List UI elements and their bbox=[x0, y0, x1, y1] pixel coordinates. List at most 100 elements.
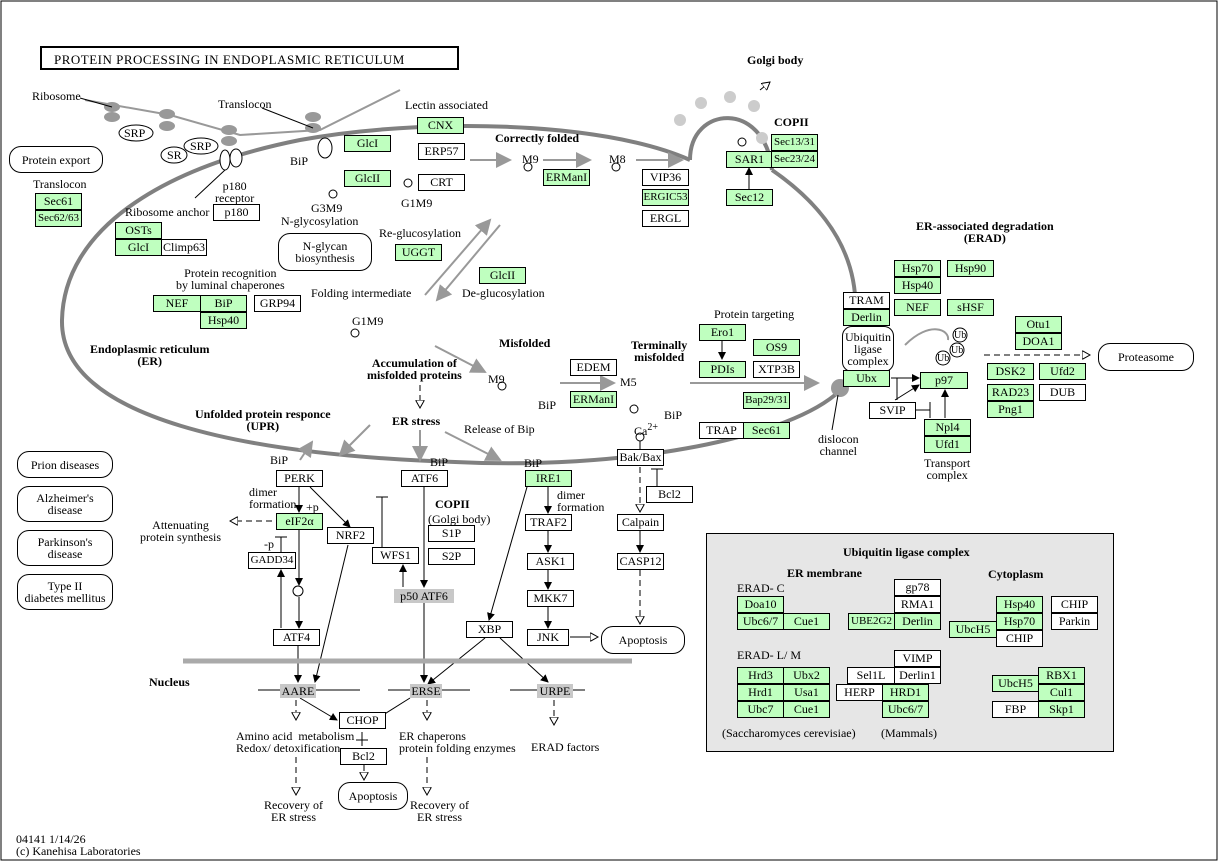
gene-ufd1[interactable]: Ufd1 bbox=[924, 436, 971, 453]
gene-ubx2[interactable]: Ubx2 bbox=[783, 667, 830, 684]
gene-ergl[interactable]: ERGL bbox=[642, 210, 689, 227]
gene-glcii[interactable]: GlcII bbox=[479, 267, 526, 284]
gene-cue1[interactable]: Cue1 bbox=[783, 613, 830, 630]
gene-rad23[interactable]: RAD23 bbox=[987, 384, 1034, 401]
gene-sec62-63[interactable]: Sec62/63 bbox=[35, 210, 82, 227]
gene-nef[interactable]: NEF bbox=[153, 295, 201, 312]
gene-skp1[interactable]: Skp1 bbox=[1038, 701, 1085, 718]
gene-glci[interactable]: GlcI bbox=[115, 239, 162, 256]
gene-nef[interactable]: NEF bbox=[894, 299, 941, 316]
gene-crt[interactable]: CRT bbox=[418, 174, 465, 191]
gene-vip36[interactable]: VIP36 bbox=[642, 169, 689, 186]
gene-derlin1[interactable]: Derlin1 bbox=[894, 667, 941, 684]
gene-sar1[interactable]: SAR1 bbox=[726, 151, 773, 168]
gene-ermani[interactable]: ERManI bbox=[570, 391, 617, 408]
gene-vimp[interactable]: VIMP bbox=[894, 650, 941, 667]
compound-p50-atf6[interactable]: p50 ATF6 bbox=[394, 589, 454, 603]
gene-os9[interactable]: OS9 bbox=[753, 339, 800, 356]
gene-dub[interactable]: DUB bbox=[1039, 384, 1086, 401]
gene-gp78[interactable]: gp78 bbox=[894, 579, 941, 596]
gene-calpain[interactable]: Calpain bbox=[617, 514, 664, 531]
gene-hsp70[interactable]: Hsp70 bbox=[996, 613, 1043, 630]
gene-ubx[interactable]: Ubx bbox=[843, 370, 890, 387]
gene-casp12[interactable]: CASP12 bbox=[617, 553, 664, 570]
gene-sec12[interactable]: Sec12 bbox=[726, 189, 773, 206]
gene-doa10[interactable]: Doa10 bbox=[737, 596, 784, 613]
gene-ire1[interactable]: IRE1 bbox=[525, 470, 572, 487]
gene-ubc7[interactable]: Ubc7 bbox=[737, 701, 784, 718]
map-apoptosis[interactable]: Apoptosis bbox=[338, 782, 408, 810]
gene-cnx[interactable]: CNX bbox=[417, 117, 464, 134]
gene-mkk7[interactable]: MKK7 bbox=[527, 590, 574, 607]
gene-s2p[interactable]: S2P bbox=[428, 548, 475, 565]
gene-npl4[interactable]: Npl4 bbox=[924, 419, 971, 436]
gene-tram[interactable]: TRAM bbox=[843, 292, 890, 309]
gene-hsp70[interactable]: Hsp70 bbox=[894, 260, 941, 277]
gene-p97[interactable]: p97 bbox=[920, 372, 968, 389]
gene-hrd3[interactable]: Hrd3 bbox=[737, 667, 784, 684]
gene-sec61[interactable]: Sec61 bbox=[35, 193, 82, 210]
gene-hsp90[interactable]: Hsp90 bbox=[947, 260, 994, 277]
gene-sec61[interactable]: Sec61 bbox=[743, 422, 790, 439]
gene-parkin[interactable]: Parkin bbox=[1051, 613, 1098, 630]
gene-sec13-31[interactable]: Sec13/31 bbox=[771, 134, 818, 151]
map-prion-diseases[interactable]: Prion diseases bbox=[17, 451, 113, 478]
map-parkinsons-disease[interactable]: Parkinson's disease bbox=[17, 530, 113, 566]
gene-ufd2[interactable]: Ufd2 bbox=[1039, 363, 1086, 380]
gene-jnk[interactable]: JNK bbox=[527, 629, 569, 646]
element-aare[interactable]: AARE bbox=[280, 684, 316, 698]
gene-traf2[interactable]: TRAF2 bbox=[525, 514, 572, 531]
gene-hsp40[interactable]: Hsp40 bbox=[894, 277, 941, 294]
gene-chip[interactable]: CHIP bbox=[996, 630, 1043, 647]
gene-sel1l[interactable]: Sel1L bbox=[847, 667, 895, 684]
gene-wfs1[interactable]: WFS1 bbox=[372, 547, 419, 564]
map-type2-diabetes[interactable]: Type II diabetes mellitus bbox=[17, 574, 113, 610]
map-alzheimers-disease[interactable]: Alzheimer's disease bbox=[17, 486, 113, 522]
gene-doa1[interactable]: DOA1 bbox=[1015, 333, 1062, 350]
gene-xtp3b[interactable]: XTP3B bbox=[753, 361, 800, 378]
gene-perk[interactable]: PERK bbox=[276, 470, 323, 487]
gene-p180[interactable]: p180 bbox=[213, 204, 260, 221]
gene-derlin[interactable]: Derlin bbox=[843, 309, 890, 326]
map-n-glycan-biosynthesis[interactable]: N-glycan biosynthesis bbox=[278, 233, 372, 271]
gene-ergic53[interactable]: ERGIC53 bbox=[642, 189, 689, 206]
gene-chop[interactable]: CHOP bbox=[339, 712, 386, 729]
gene-bcl2[interactable]: Bcl2 bbox=[646, 486, 693, 503]
gene-eif2a[interactable]: eIF2α bbox=[276, 513, 323, 530]
gene-rbx1[interactable]: RBX1 bbox=[1038, 667, 1085, 684]
gene-bcl2[interactable]: Bcl2 bbox=[340, 748, 387, 765]
gene-ubch5[interactable]: UbcH5 bbox=[992, 675, 1039, 692]
gene-fbp[interactable]: FBP bbox=[992, 701, 1039, 718]
gene-pdis[interactable]: PDIs bbox=[699, 361, 746, 378]
gene-glci[interactable]: GlcI bbox=[344, 135, 391, 152]
gene-hrd1-mammal[interactable]: HRD1 bbox=[882, 684, 929, 701]
gene-trap[interactable]: TRAP bbox=[699, 422, 744, 439]
gene-hrd1[interactable]: Hrd1 bbox=[737, 684, 784, 701]
map-proteasome[interactable]: Proteasome bbox=[1098, 343, 1194, 371]
element-urpe[interactable]: URPE bbox=[537, 684, 573, 698]
gene-hsp40[interactable]: Hsp40 bbox=[200, 312, 247, 329]
gene-osts[interactable]: OSTs bbox=[115, 222, 162, 239]
gene-cue1[interactable]: Cue1 bbox=[783, 701, 830, 718]
gene-erp57[interactable]: ERP57 bbox=[418, 143, 465, 160]
map-protein-export[interactable]: Protein export bbox=[9, 146, 103, 173]
gene-cul1[interactable]: Cul1 bbox=[1038, 684, 1085, 701]
gene-ubc6-7[interactable]: Ubc6/7 bbox=[737, 613, 784, 630]
gene-ask1[interactable]: ASK1 bbox=[527, 553, 574, 570]
gene-uggt[interactable]: UGGT bbox=[395, 244, 442, 261]
gene-sec23-24[interactable]: Sec23/24 bbox=[771, 151, 818, 168]
map-ubiquitin-ligase[interactable]: Ubiquitin ligase complex bbox=[842, 326, 894, 372]
element-erse[interactable]: ERSE bbox=[410, 684, 442, 698]
gene-shsf[interactable]: sHSF bbox=[947, 299, 994, 316]
gene-svip[interactable]: SVIP bbox=[869, 402, 916, 419]
gene-chip[interactable]: CHIP bbox=[1051, 596, 1098, 613]
gene-xbp[interactable]: XBP bbox=[466, 621, 513, 638]
map-apoptosis[interactable]: Apoptosis bbox=[601, 626, 685, 654]
gene-nrf2[interactable]: NRF2 bbox=[327, 527, 374, 544]
gene-edem[interactable]: EDEM bbox=[570, 359, 617, 376]
gene-hsp40[interactable]: Hsp40 bbox=[996, 596, 1043, 613]
gene-bip[interactable]: BiP bbox=[200, 295, 247, 312]
gene-usa1[interactable]: Usa1 bbox=[783, 684, 830, 701]
gene-grp94[interactable]: GRP94 bbox=[254, 295, 301, 312]
gene-s1p[interactable]: S1P bbox=[428, 525, 475, 542]
